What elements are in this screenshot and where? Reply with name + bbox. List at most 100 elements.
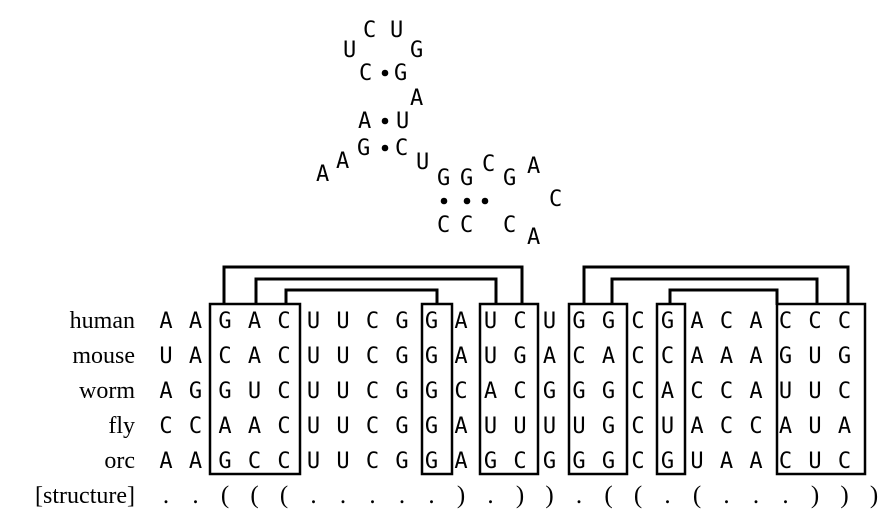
hairpin-base: G [410, 38, 423, 63]
sequence-base: A [159, 379, 172, 404]
hairpin-base: A [527, 225, 540, 250]
structure-symbol: . [310, 482, 316, 509]
hairpin-base: G [503, 166, 516, 191]
sequence-base: G [395, 379, 408, 404]
sequence-base: A [749, 344, 762, 369]
sequence-base: C [454, 379, 467, 404]
sequence-base: C [808, 309, 821, 334]
sequence-base: C [631, 379, 644, 404]
sequence-base: A [720, 449, 733, 474]
sequence-base: G [661, 309, 674, 334]
structure-symbol: . [723, 482, 729, 509]
pair-arc [254, 277, 498, 305]
sequence-base: C [631, 414, 644, 439]
sequence-base: U [808, 379, 821, 404]
hairpin-base: U [390, 18, 403, 43]
sequence-base: U [484, 344, 497, 369]
sequence-base: C [838, 379, 851, 404]
sequence-base: U [484, 414, 497, 439]
pairing-arcs [222, 265, 850, 305]
sequence-base: A [248, 414, 261, 439]
sequence-base: C [631, 449, 644, 474]
sequence-base: G [661, 449, 674, 474]
sequence-base: A [159, 449, 172, 474]
sequence-base: G [395, 344, 408, 369]
paired-column-box [655, 302, 687, 476]
structure-symbol: . [369, 482, 375, 509]
sequence-base: U [808, 414, 821, 439]
sequence-base: U [690, 449, 703, 474]
sequence-base: U [808, 449, 821, 474]
sequence-base: A [749, 309, 762, 334]
hairpin-base: C [437, 213, 450, 238]
sequence-base: A [720, 344, 733, 369]
paired-column-box [478, 302, 540, 476]
sequence-base: G [395, 449, 408, 474]
paired-column-box [567, 302, 629, 476]
structure-symbol: ) [516, 482, 524, 509]
sequence-base: C [366, 449, 379, 474]
species-label: mouse [72, 343, 135, 369]
structure-symbol: . [340, 482, 346, 509]
structure-symbol: . [753, 482, 759, 509]
sequence-base: G [425, 414, 438, 439]
sequence-base: C [366, 414, 379, 439]
structure-symbol: ) [870, 482, 878, 509]
structure-symbol: . [192, 482, 198, 509]
structure-symbol: . [664, 482, 670, 509]
rna-secondary-structure: U C U G C G A A U A A G C U G G C G A C … [316, 18, 562, 250]
sequence-base: A [454, 309, 467, 334]
sequence-base: C [720, 414, 733, 439]
sequence-base: C [277, 379, 290, 404]
structure-symbol: . [576, 482, 582, 509]
sequence-base: G [572, 449, 585, 474]
sequence-base: C [838, 449, 851, 474]
pair-arc [284, 288, 439, 305]
column-boxes [208, 302, 867, 476]
sequence-base: G [602, 414, 615, 439]
sequence-base: U [307, 414, 320, 439]
hairpin-base: C [482, 152, 495, 177]
hairpin-base: A [410, 86, 423, 111]
sequence-base: U [543, 414, 556, 439]
sequence-base: G [513, 344, 526, 369]
sequence-base: C [631, 344, 644, 369]
structure-symbol: ( [693, 482, 701, 509]
sequence-base: G [425, 309, 438, 334]
hairpin-base: C [363, 18, 376, 43]
structure-symbol: ) [811, 482, 819, 509]
structure-symbol: ( [250, 482, 258, 509]
sequence-base: C [248, 449, 261, 474]
sequence-base: G [572, 379, 585, 404]
sequence-base: A [661, 379, 674, 404]
sequence-base: C [513, 449, 526, 474]
sequence-base: A [484, 379, 497, 404]
structure-symbol: ) [457, 482, 465, 509]
sequence-base: A [779, 414, 792, 439]
sequence-base: A [189, 449, 202, 474]
sequence-base: U [543, 309, 556, 334]
sequence-base: G [425, 379, 438, 404]
sequence-base: U [307, 449, 320, 474]
sequence-base: U [808, 344, 821, 369]
sequence-base: U [336, 414, 349, 439]
pair-arc [668, 288, 779, 305]
paired-column-box [775, 302, 867, 476]
sequence-base: A [690, 344, 703, 369]
sequence-base: U [572, 414, 585, 439]
sequence-base: G [189, 379, 202, 404]
sequence-base: C [277, 414, 290, 439]
sequence-base: U [513, 414, 526, 439]
sequence-base: C [720, 379, 733, 404]
hairpin-base: A [316, 162, 329, 187]
structure-symbol: . [428, 482, 434, 509]
base-pair-dot [381, 69, 389, 77]
sequence-base: A [218, 414, 231, 439]
hairpin-base: G [460, 166, 473, 191]
sequence-base: C [218, 344, 231, 369]
hairpin-base: C [549, 187, 562, 212]
sequence-base: C [661, 344, 674, 369]
sequence-base: G [543, 449, 556, 474]
